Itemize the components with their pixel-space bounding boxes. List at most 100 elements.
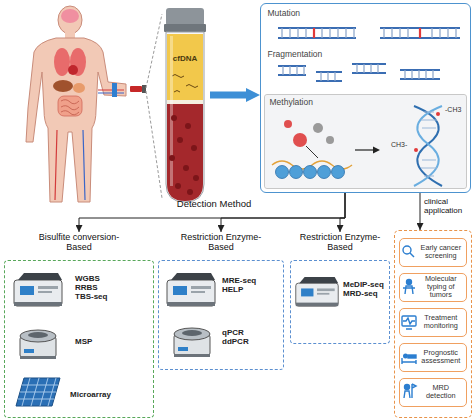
methylation-drawing-part: [293, 133, 307, 147]
chemical-group: CH3-: [391, 141, 413, 149]
methylation-drawing-part: [272, 161, 352, 169]
node-heading: Molecular typing of tumors: [418, 275, 464, 300]
fragmentation-drawing: [278, 64, 440, 81]
methylation-drawing-part: [265, 95, 466, 188]
method-name: MRE-seq HELP: [222, 276, 262, 294]
sequencer-icon: [14, 273, 62, 306]
methylation-drawing-part: [276, 166, 289, 179]
application-box: Prognostic assessment: [399, 343, 467, 372]
fragmentation-drawing-part: [278, 64, 440, 81]
application-box: Molecular typing of tumors: [399, 273, 467, 302]
methylation-drawing-part: [355, 149, 374, 150]
blood-cell: [169, 155, 175, 161]
methylation-drawing-part: [326, 136, 334, 144]
node-heading: MRD detection: [418, 384, 464, 401]
methylation-drawing-part: [414, 106, 442, 186]
human-body-part: [26, 38, 126, 202]
dashed-frame: [290, 260, 390, 344]
application-box: Treatment monitoring: [399, 308, 467, 337]
blood-cell: [175, 183, 181, 189]
methylation-drawing-part: [290, 166, 303, 179]
human-body-part: [55, 90, 124, 200]
clinical-icons-part: [408, 355, 416, 358]
clinical-icons-part: [404, 354, 408, 358]
method-name: MeDIP-seq MRD-seq: [343, 280, 389, 298]
application-group: Early cancer screeningMolecular typing o…: [394, 230, 472, 418]
methylation-drawing-part: [284, 120, 292, 128]
method-name: qPCR ddPCR: [222, 328, 262, 346]
blood-cell: [191, 145, 197, 151]
methylation-drawing: [265, 95, 466, 188]
clinical-icons-part: [407, 280, 412, 285]
blood-cell: [183, 165, 189, 171]
dashed-frame: [158, 260, 284, 370]
clinical-icons-part: [403, 318, 415, 329]
sequencer-icon: [296, 277, 338, 306]
node-heading: Fragmentation: [268, 50, 388, 60]
human-body-part: [58, 96, 82, 116]
methylation-drawing-part: [304, 166, 317, 179]
method-group: Bisulfite conversion-BasedWGBS RRBS TBS-…: [4, 232, 154, 418]
mutation-panel: Mutation: [264, 7, 467, 45]
methylation-drawing-part: [373, 147, 380, 154]
human-body-part: [54, 48, 70, 76]
blood-cell: [185, 123, 191, 129]
human-body-part: [112, 83, 117, 97]
clinical-icons-part: [404, 384, 416, 398]
centrifuge-icon: [20, 330, 56, 359]
node-heading: cfDNA: [164, 54, 206, 63]
branch-label: Detection Method: [150, 199, 278, 210]
mutation-drawing-part: [282, 28, 456, 38]
human-body-part: [53, 80, 73, 92]
centrifuge-icon: [174, 328, 210, 357]
methylation-drawing-part: [421, 112, 437, 176]
node-heading: Treatment monitoring: [418, 314, 464, 331]
human-body-part: [70, 48, 86, 76]
branch-arrow: [420, 193, 421, 230]
fragmentation-panel: Fragmentation: [264, 48, 467, 90]
methylation-panel: Methylation: [264, 94, 467, 189]
human-body-part: [73, 83, 85, 93]
node-heading: Methylation: [270, 98, 390, 108]
blood-cell: [177, 137, 183, 143]
node-heading: Restriction Enzyme-Based: [176, 232, 266, 253]
blood-cell: [187, 189, 193, 195]
human-body-part: [142, 85, 146, 93]
node-heading: Bisulfite conversion-Based: [34, 232, 124, 253]
clinical-icons-part: [410, 253, 414, 257]
application-box: MRD detection: [399, 378, 467, 407]
blood-cell: [193, 175, 199, 181]
mutation-drawing-part: [278, 28, 460, 38]
application-box: Early cancer screening: [399, 238, 467, 267]
methylation-drawing-part: [313, 123, 323, 133]
clinical-icons-part: [402, 358, 416, 364]
node-heading: Mutation: [268, 9, 388, 19]
methylation-drawing-part: [306, 146, 318, 158]
tube-cap: [166, 8, 204, 26]
human-body: [26, 6, 162, 202]
human-body-part: [146, 14, 162, 198]
node-heading: Restriction Enzyme-Based: [295, 232, 385, 253]
node-heading: Early cancer screening: [418, 244, 464, 261]
clinical-icons-part: [403, 286, 415, 294]
clinical-icons-part: [403, 246, 411, 254]
method-group: Restriction Enzyme-BasedMeDIP-seq MRD-se…: [290, 232, 390, 344]
glass-highlight: [170, 36, 173, 186]
human-body-part: [130, 86, 142, 92]
branch-arrow: [221, 193, 345, 232]
sequencer-icon: [167, 273, 215, 306]
mutation-drawing: [278, 28, 460, 38]
methylation-drawing-part: [332, 166, 345, 179]
methylation-drawing-part: [318, 166, 331, 179]
clinical-icons-part: [402, 316, 416, 326]
clinical-icons: [402, 246, 416, 398]
human-body-part: [65, 32, 75, 40]
node-heading: Prognostic assessment: [418, 349, 464, 366]
flow-arrow: [210, 92, 246, 99]
clinical-icons-part: [405, 385, 410, 390]
human-body-part: [68, 65, 78, 75]
biomarker-panel: MutationFragmentationMethylation: [260, 3, 471, 193]
cfdna-fragment: [172, 75, 198, 93]
